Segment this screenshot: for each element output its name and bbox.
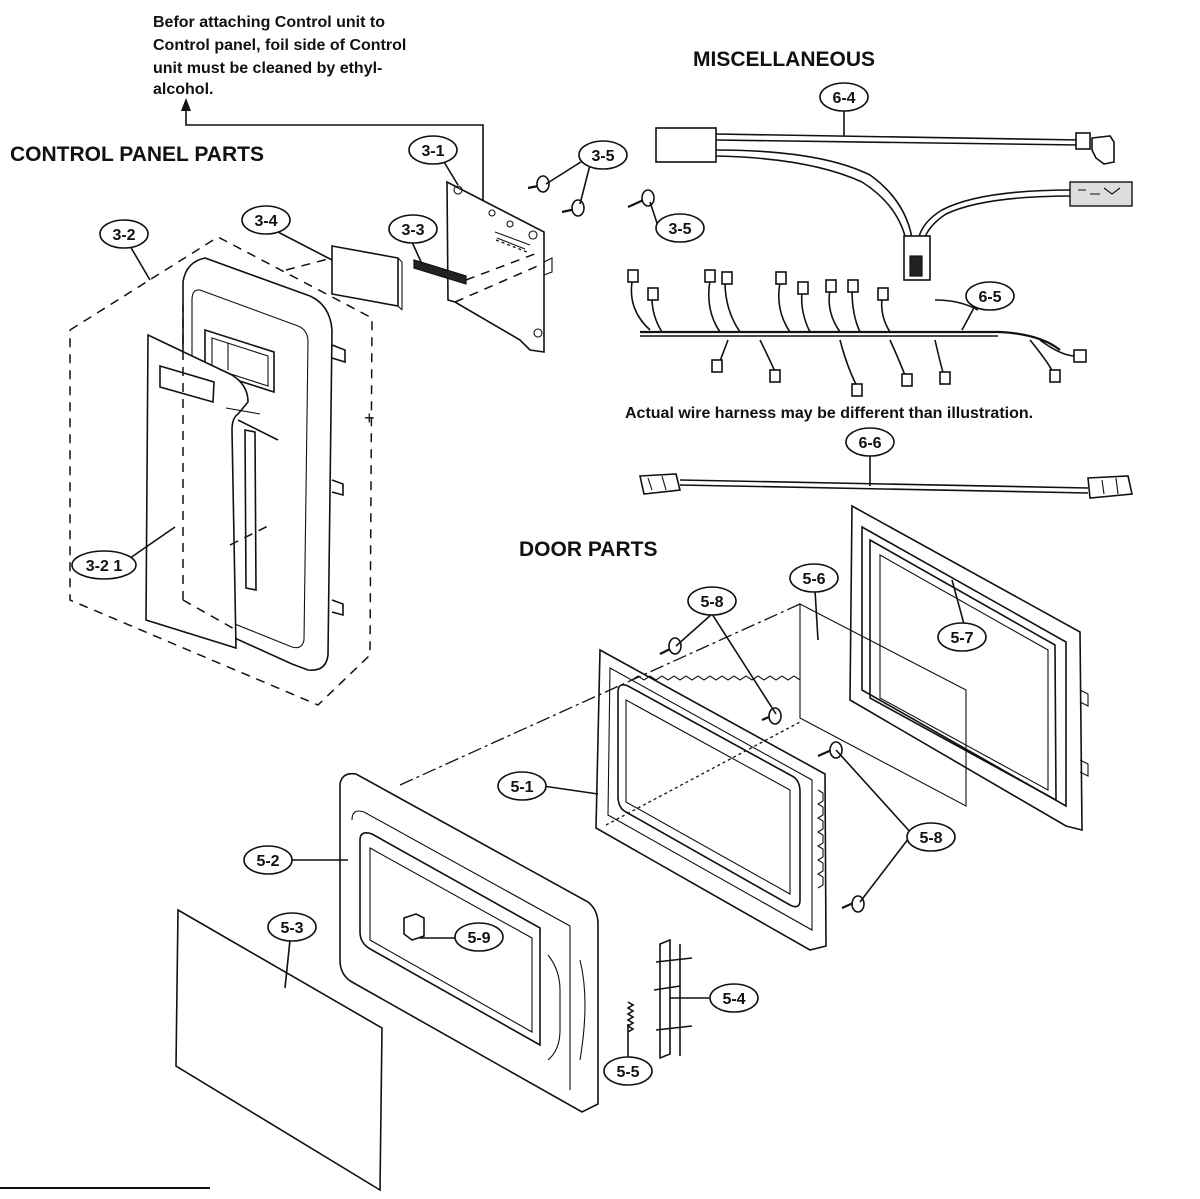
control-unit-strip bbox=[413, 251, 541, 285]
svg-text:3-5: 3-5 bbox=[668, 221, 691, 238]
svg-text:3-2: 3-2 bbox=[112, 227, 135, 244]
harness-6-6 bbox=[639, 473, 1133, 499]
callout-5-8-bottom: 5-8 bbox=[906, 822, 956, 852]
svg-text:6-6: 6-6 bbox=[858, 435, 881, 452]
svg-text:5-4: 5-4 bbox=[722, 991, 745, 1008]
callout-6-5: 6-5 bbox=[965, 281, 1015, 311]
callout-5-6: 5-6 bbox=[789, 563, 839, 593]
svg-text:3-2 1: 3-2 1 bbox=[86, 558, 123, 575]
callout-5-3: 5-3 bbox=[267, 912, 317, 942]
svg-text:5-6: 5-6 bbox=[802, 571, 825, 588]
note-foil-line4: alcohol. bbox=[153, 81, 213, 98]
callout-5-7: 5-7 bbox=[937, 622, 987, 652]
door-inner-frame bbox=[595, 648, 827, 951]
svg-text:5-1: 5-1 bbox=[510, 779, 533, 796]
foil-note-arrow bbox=[181, 98, 484, 200]
svg-text:5-8: 5-8 bbox=[700, 594, 723, 611]
note-foil-line2: Control panel, foil side of Control bbox=[153, 37, 406, 54]
door-latch bbox=[653, 938, 693, 1060]
callout-3-4: 3-4 bbox=[241, 205, 291, 235]
svg-text:5-5: 5-5 bbox=[616, 1064, 639, 1081]
door-cover-sheet bbox=[175, 908, 383, 1192]
svg-text:5-2: 5-2 bbox=[256, 853, 279, 870]
callout-3-5-top: 3-5 bbox=[578, 140, 628, 170]
callout-5-5: 5-5 bbox=[603, 1056, 653, 1086]
control-unit-screws bbox=[527, 175, 655, 217]
callout-3-3: 3-3 bbox=[388, 214, 438, 244]
svg-text:6-4: 6-4 bbox=[832, 90, 855, 107]
note-foil-line3: unit must be cleaned by ethyl- bbox=[153, 60, 382, 77]
control-panel-overlay-sheet bbox=[145, 305, 271, 650]
svg-text:+: + bbox=[364, 408, 375, 428]
callout-3-1: 3-1 bbox=[408, 135, 458, 165]
callout-3-5-right: 3-5 bbox=[655, 213, 705, 243]
door-spring bbox=[626, 1001, 635, 1033]
callout-6-6: 6-6 bbox=[845, 427, 895, 457]
svg-text:3-3: 3-3 bbox=[401, 222, 424, 239]
door-choke-frame bbox=[849, 504, 1089, 832]
callout-3-2: 3-2 bbox=[99, 219, 149, 249]
svg-text:3-4: 3-4 bbox=[254, 213, 277, 230]
callout-5-8-top: 5-8 bbox=[687, 586, 737, 616]
harness-6-5 bbox=[627, 269, 1087, 397]
leader-lines bbox=[119, 108, 977, 1058]
svg-text:5-7: 5-7 bbox=[950, 630, 973, 647]
svg-text:6-5: 6-5 bbox=[978, 289, 1001, 306]
door-alignment-lines bbox=[399, 603, 801, 826]
callout-3-2-1: 3-2 1 bbox=[71, 550, 137, 580]
callout-5-1: 5-1 bbox=[497, 771, 547, 801]
control-panel-badge bbox=[285, 245, 403, 311]
heading-miscellaneous: MISCELLANEOUS bbox=[693, 48, 875, 71]
callout-6-4: 6-4 bbox=[819, 82, 869, 112]
heading-control-panel: CONTROL PANEL PARTS bbox=[10, 143, 264, 166]
note-foil-line1: Befor attaching Control unit to bbox=[153, 14, 385, 31]
harness-6-4 bbox=[655, 127, 1133, 281]
control-unit-board bbox=[446, 180, 553, 353]
svg-text:3-5: 3-5 bbox=[591, 148, 614, 165]
callout-5-2: 5-2 bbox=[243, 845, 293, 875]
callout-5-9: 5-9 bbox=[454, 922, 504, 952]
control-panel-dashed-outline bbox=[69, 236, 373, 706]
svg-text:3-1: 3-1 bbox=[421, 143, 444, 160]
heading-door: DOOR PARTS bbox=[519, 538, 657, 561]
svg-text:5-9: 5-9 bbox=[467, 930, 490, 947]
svg-text:5-8: 5-8 bbox=[919, 830, 942, 847]
note-harness: Actual wire harness may be different tha… bbox=[625, 405, 1033, 422]
callout-5-4: 5-4 bbox=[709, 983, 759, 1013]
svg-text:5-3: 5-3 bbox=[280, 920, 303, 937]
